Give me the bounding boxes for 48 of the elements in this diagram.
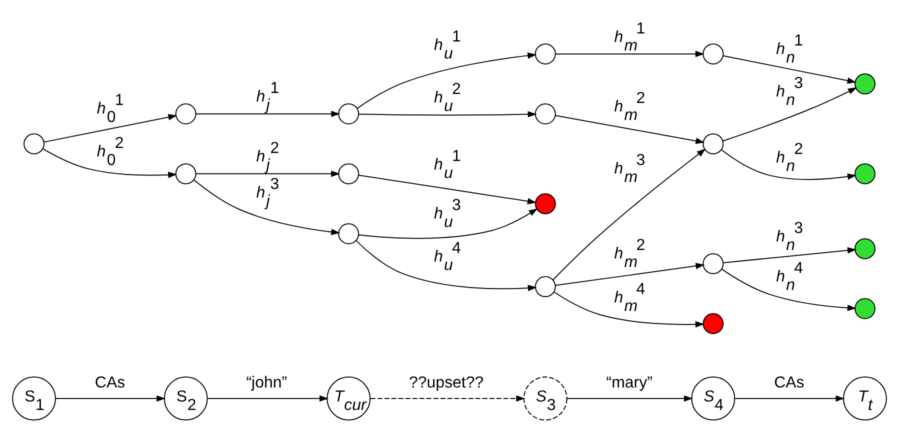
arrow — [566, 395, 694, 402]
node-circle — [702, 43, 724, 64]
arrow — [356, 52, 537, 109]
arrow — [43, 114, 178, 143]
node-circle — [534, 276, 556, 298]
arrow — [554, 115, 705, 144]
arrow — [207, 395, 329, 402]
arrow — [42, 148, 178, 178]
edge-label: CAs — [774, 374, 804, 392]
node-circle — [702, 313, 724, 334]
node-circle — [534, 193, 556, 214]
node-circle — [175, 103, 196, 124]
node-circle — [24, 133, 44, 154]
node-circle — [854, 238, 876, 260]
arrow — [55, 395, 166, 402]
node-circle — [338, 103, 360, 124]
arrow — [358, 174, 537, 204]
arrow — [734, 395, 845, 402]
node-circle — [854, 73, 876, 94]
arrow — [723, 247, 856, 264]
arrow — [722, 87, 858, 142]
node-circle — [534, 43, 556, 64]
arrow — [555, 50, 704, 58]
node-circle — [175, 163, 196, 184]
arrow — [195, 170, 340, 177]
node-circle — [702, 133, 724, 154]
arrow — [554, 262, 705, 286]
arrow — [721, 268, 856, 312]
arrow — [722, 55, 856, 84]
arrow — [721, 149, 857, 180]
arrow — [356, 240, 537, 292]
node-circle — [534, 103, 556, 124]
node-circle — [338, 223, 360, 244]
arrow — [358, 208, 538, 239]
edge-label: “john” — [246, 374, 288, 392]
node-circle — [854, 298, 876, 320]
edge-label: “mary” — [606, 374, 652, 392]
node-circle — [338, 163, 360, 184]
node-circle — [702, 253, 724, 274]
node-circle — [854, 163, 876, 184]
arrow — [370, 395, 526, 402]
arrow — [358, 111, 537, 118]
arrow — [553, 291, 704, 328]
edge-label: CAs — [94, 374, 126, 392]
edge-label: ??upset?? — [409, 374, 484, 392]
arrow — [552, 148, 706, 280]
arrow — [193, 179, 340, 236]
arrow — [195, 110, 340, 118]
